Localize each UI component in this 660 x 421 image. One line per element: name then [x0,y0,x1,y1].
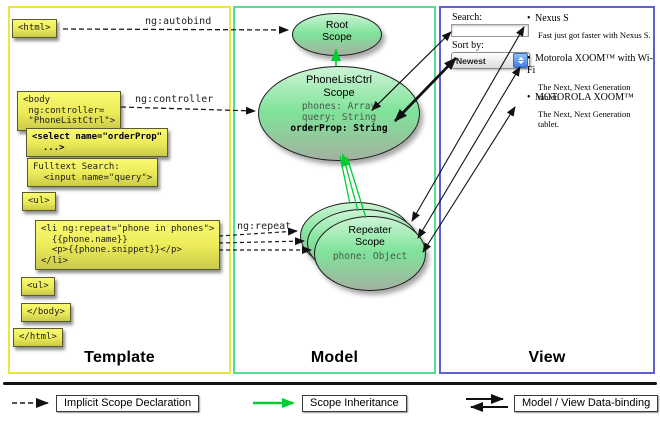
code-box-html-open: <html> [12,19,57,38]
code-box-ul-close: <ul> [21,277,55,296]
search-label: Search: [452,12,482,23]
phonelistctrl-scope-orderprop: orderProp: String [290,123,388,134]
sort-by-label: Sort by: [452,40,484,51]
legend-separator-line [3,382,657,385]
stepper-up-icon [517,57,524,60]
code-box-html-close: </html> [13,328,63,347]
legend-implicit-scope: Implicit Scope Declaration [56,395,200,412]
product-name: Nexus S [527,13,653,25]
search-input[interactable] [451,24,529,37]
product-desc: Fast just got faster with Nexus S. [538,30,651,40]
product-name-text: Motorola XOOM™ with Wi-Fi [527,53,653,76]
phonelistctrl-scope-title: PhoneListCtrl Scope [305,74,373,99]
phonelistctrl-scope-ellipse: PhoneListCtrl Scope phones: Array query:… [258,66,420,161]
phonelistctrl-scope-props: phones: Array query: String [301,101,377,123]
root-scope-title: Root Scope [322,19,352,43]
legend-scope-inheritance: Scope Inheritance [302,395,407,412]
sort-select-stepper-icon [513,53,528,68]
product-name-text: MOTOROLA XOOM™ [535,92,634,103]
code-box-li-repeat: <li ng:repeat="phone in phones"> {{phone… [35,220,221,270]
repeater-scope-title: Repeater Scope [348,224,392,248]
view-column-label: View [528,349,566,366]
code-box-body-close: </body> [21,303,71,322]
template-column-label: Template [84,349,155,366]
code-box-select: <select name="orderProp" ...> [26,128,169,157]
product-item: Nexus S Fast just got faster with Nexus … [527,13,653,40]
product-desc: The Next, Next Generation tablet. [538,109,631,129]
sort-select[interactable]: Newest [451,52,530,69]
ng-controller-label: ng:controller [135,94,214,105]
product-item: MOTOROLA XOOM™ The Next, Next Generation… [527,92,653,129]
product-name: MOTOROLA XOOM™ [527,92,653,104]
model-column-label: Model [310,349,359,366]
code-box-ul-open: <ul> [22,192,56,211]
repeater-scope-ellipse-front: Repeater Scope phone: Object [314,216,426,291]
stepper-down-icon [517,61,524,64]
repeater-scope-prop: phone: Object [332,251,408,262]
sort-select-value: Newest [456,55,486,66]
root-scope-ellipse: Root Scope [292,13,382,56]
product-name-text: Nexus S [535,13,569,24]
ng-repeat-label: ng:repeat [237,221,292,232]
code-box-fulltext-search: Fulltext Search: <input name="query"> [27,158,159,187]
code-box-body-open: <body ng:controller= "PhoneListCtrl"> [17,91,122,131]
product-name: Motorola XOOM™ with Wi-Fi [527,53,653,77]
legend-data-binding: Model / View Data-binding [514,395,659,412]
ng-autobind-label: ng:autobind [145,16,212,27]
model-column: Model [233,6,436,374]
